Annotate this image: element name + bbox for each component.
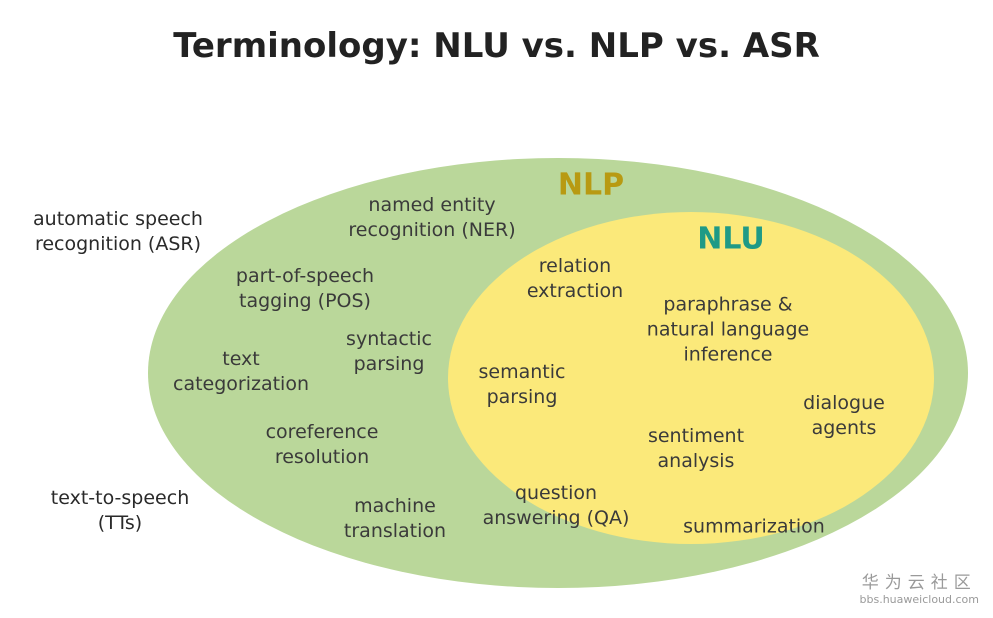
term-question-answering: question answering (QA)	[482, 482, 630, 529]
watermark: 华为云社区 bbs.huaweicloud.com	[860, 568, 979, 606]
term-semantic-parsing: semantic parsing	[478, 361, 566, 408]
nlu-region-label: NLU	[697, 221, 765, 257]
term-syntactic-parsing: syntactic parsing	[346, 328, 432, 375]
watermark-url: bbs.huaweicloud.com	[859, 593, 979, 606]
nlu-ellipse	[448, 212, 934, 544]
term-sentiment-analysis: sentiment analysis	[647, 425, 745, 472]
term-asr: automatic speech recognition (ASR)	[33, 208, 203, 255]
diagram-title: Terminology: NLU vs. NLP vs. ASR	[173, 26, 820, 66]
term-coreference: coreference resolution	[265, 421, 379, 468]
nlp-region-label: NLP	[557, 167, 625, 203]
term-summarization: summarization	[683, 515, 825, 538]
term-tts: text-to-speech (TTs)	[50, 487, 190, 534]
term-pos: part-of-speech tagging (POS)	[235, 265, 375, 312]
term-paraphrase: paraphrase & natural language inference	[646, 293, 810, 366]
term-dialogue-agents: dialogue agents	[803, 392, 885, 439]
term-machine-translation: machine translation	[343, 495, 447, 542]
term-text-categorization: text categorization	[172, 348, 310, 395]
watermark-text: 华为云社区	[861, 573, 977, 593]
term-ner: named entity recognition (NER)	[348, 194, 516, 241]
term-relation-extraction: relation extraction	[526, 255, 624, 302]
